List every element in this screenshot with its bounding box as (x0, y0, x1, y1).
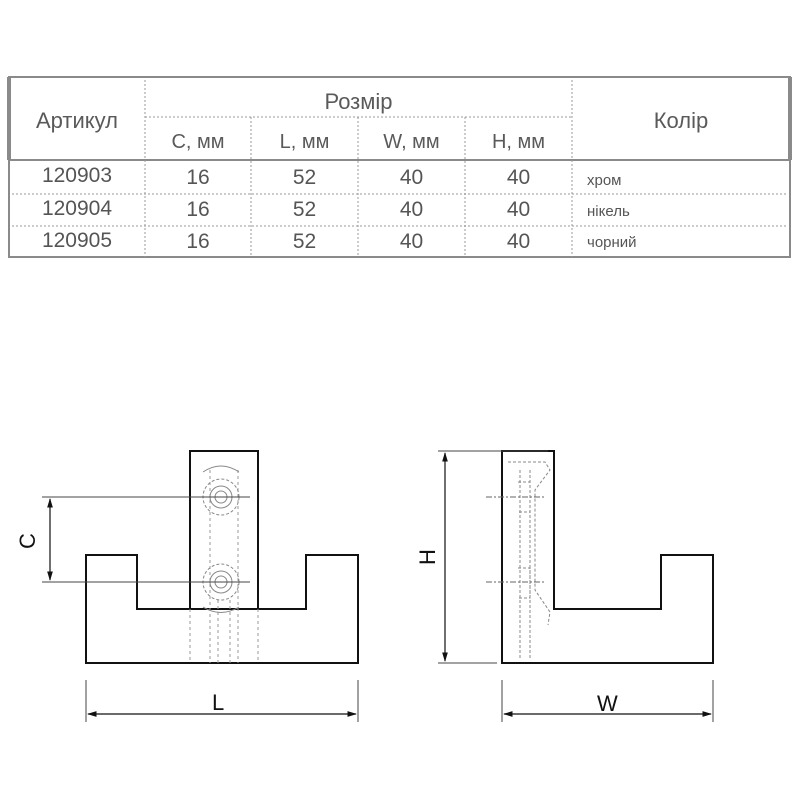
table-row-1-article: 120903 (41, 164, 113, 187)
table-row-3-h: 40 (506, 230, 531, 253)
header-size: Розмір (324, 89, 393, 114)
table-row-3-article: 120905 (41, 229, 113, 252)
dimension-label-w: W (597, 691, 618, 716)
header-color: Колір (653, 108, 709, 133)
table-row-3-l: 52 (292, 230, 317, 253)
table-row-1-w: 40 (399, 166, 424, 189)
dimension-label-c: C (14, 533, 40, 549)
subheader-h: H, мм (491, 131, 546, 153)
front-view (85, 450, 359, 664)
subheader-l: L, мм (279, 131, 330, 153)
screw-holes (202, 465, 240, 613)
side-view (501, 450, 714, 664)
table-row-2-w: 40 (399, 198, 424, 221)
table-row-1-color: хром (587, 172, 622, 189)
table-row-3-color: чорний (587, 234, 637, 251)
subheader-c: C, мм (171, 131, 225, 153)
table-row-1-l: 52 (292, 166, 317, 189)
table-row-2-h: 40 (506, 198, 531, 221)
table-row-2-article: 120904 (41, 197, 113, 220)
subheader-w: W, мм (383, 131, 440, 153)
table-row-1-c: 16 (186, 166, 210, 189)
header-article: Артикул (35, 108, 119, 133)
table-row-2-c: 16 (186, 198, 210, 221)
table-row-2-l: 52 (292, 198, 317, 221)
table-row-3-w: 40 (399, 230, 424, 253)
table-row-3-c: 16 (186, 230, 210, 253)
dimension-label-h: H (414, 549, 440, 565)
dimension-label-l: L (212, 690, 225, 715)
table-row-1-h: 40 (506, 166, 531, 189)
table-row-2-color: нікель (587, 203, 630, 220)
